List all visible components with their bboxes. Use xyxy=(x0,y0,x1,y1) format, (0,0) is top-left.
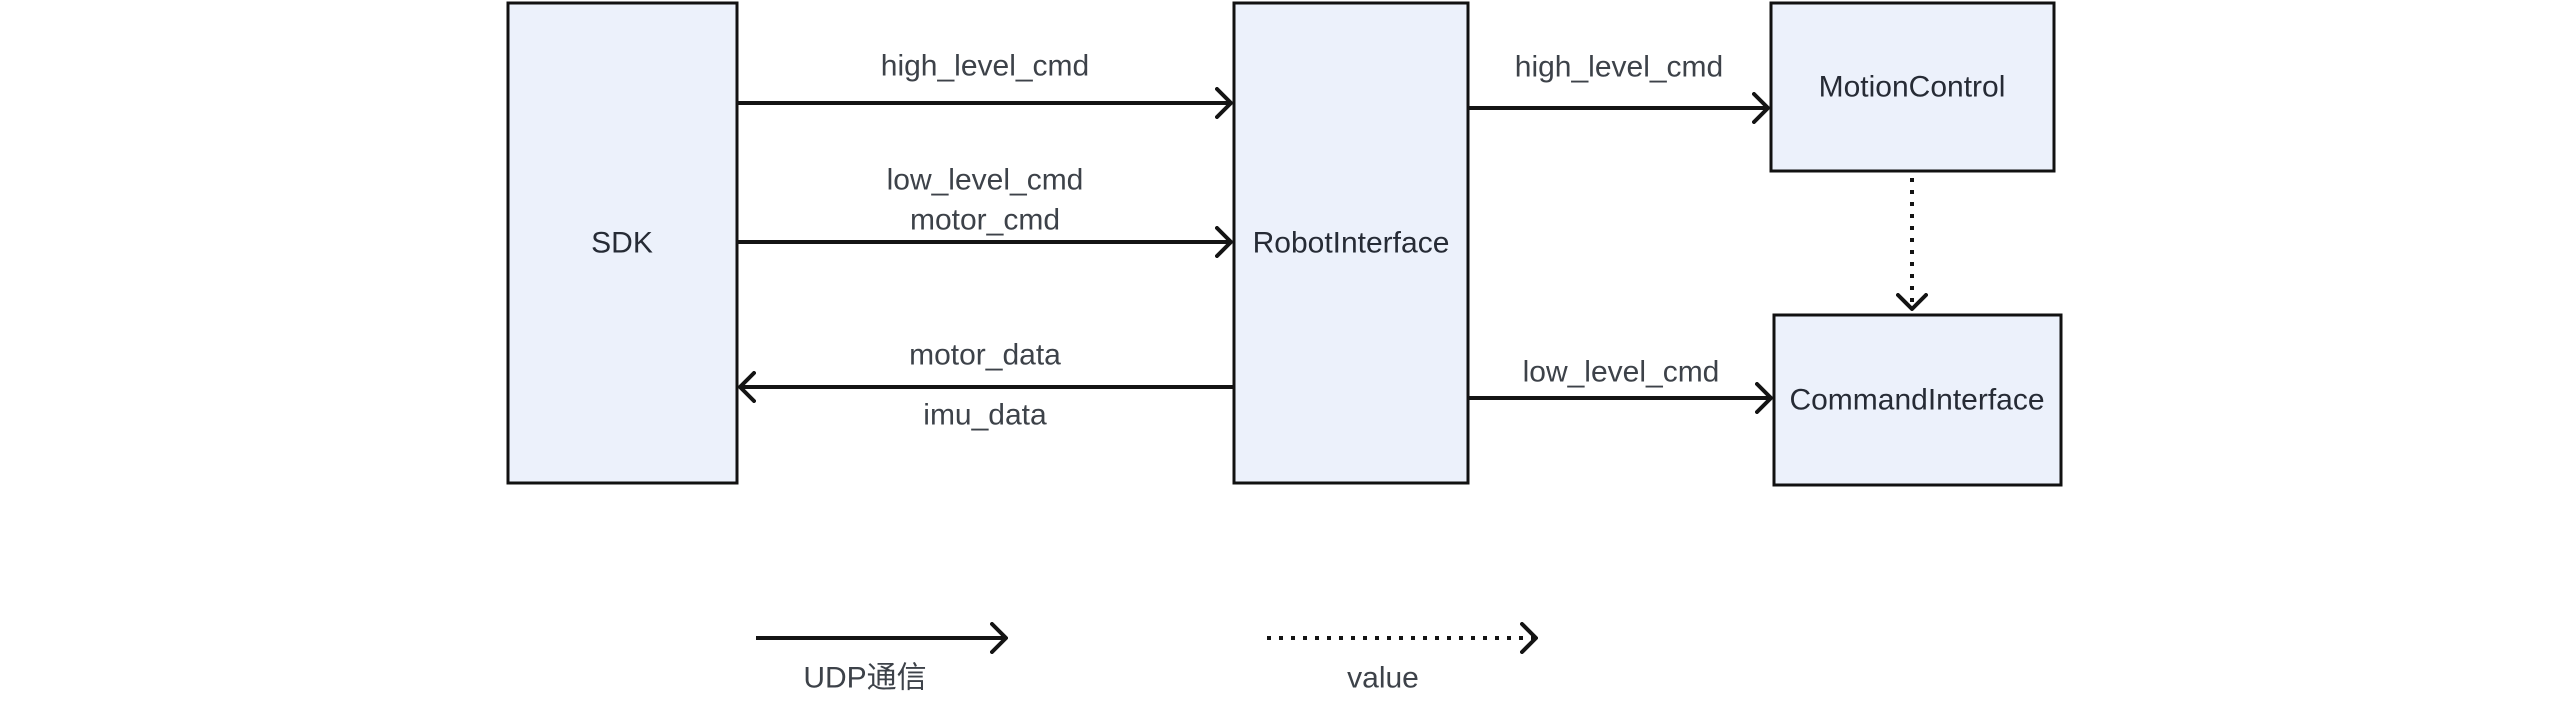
edge-robot-to-command: low_level_cmd xyxy=(1468,356,1773,414)
legend-udp-label: UDP通信 xyxy=(803,662,926,695)
edge-sdk-to-robot-high-label: high_level_cmd xyxy=(881,50,1089,83)
legend-value: value xyxy=(1267,622,1538,695)
node-sdk: SDK xyxy=(506,1,739,485)
edge-sdk-to-robot-high: high_level_cmd xyxy=(737,50,1233,119)
node-sdk-box xyxy=(506,1,739,485)
legend-value-label: value xyxy=(1347,662,1419,695)
edge-robot-to-sdk-data-label-1: motor_data xyxy=(909,339,1061,372)
edge-robot-to-sdk-data-label-2: imu_data xyxy=(923,399,1047,432)
node-command-interface-box xyxy=(1772,313,2063,487)
edge-sdk-to-robot-low: low_level_cmd motor_cmd xyxy=(737,164,1233,258)
legend-udp: UDP通信 xyxy=(756,622,1008,695)
edge-robot-to-motion: high_level_cmd xyxy=(1468,51,1770,124)
node-motion-control-label: MotionControl xyxy=(1819,71,2006,104)
edge-robot-to-motion-label: high_level_cmd xyxy=(1515,51,1723,84)
node-robot-interface: RobotInterface xyxy=(1232,1,1470,485)
node-sdk-label: SDK xyxy=(591,227,653,260)
node-robot-interface-label: RobotInterface xyxy=(1253,227,1450,260)
node-command-interface-label: CommandInterface xyxy=(1789,384,2044,417)
node-motion-control-box xyxy=(1769,1,2056,173)
node-motion-control: MotionControl xyxy=(1769,1,2056,173)
legend: UDP通信 value xyxy=(756,622,1538,695)
node-robot-interface-box xyxy=(1232,1,1470,485)
edge-sdk-to-robot-low-label-2: motor_cmd xyxy=(910,204,1060,237)
edge-robot-to-sdk-data: motor_data imu_data xyxy=(738,339,1234,432)
edge-robot-to-command-label: low_level_cmd xyxy=(1523,356,1720,389)
node-command-interface: CommandInterface xyxy=(1772,313,2063,487)
edge-sdk-to-robot-low-label-1: low_level_cmd xyxy=(887,164,1084,197)
